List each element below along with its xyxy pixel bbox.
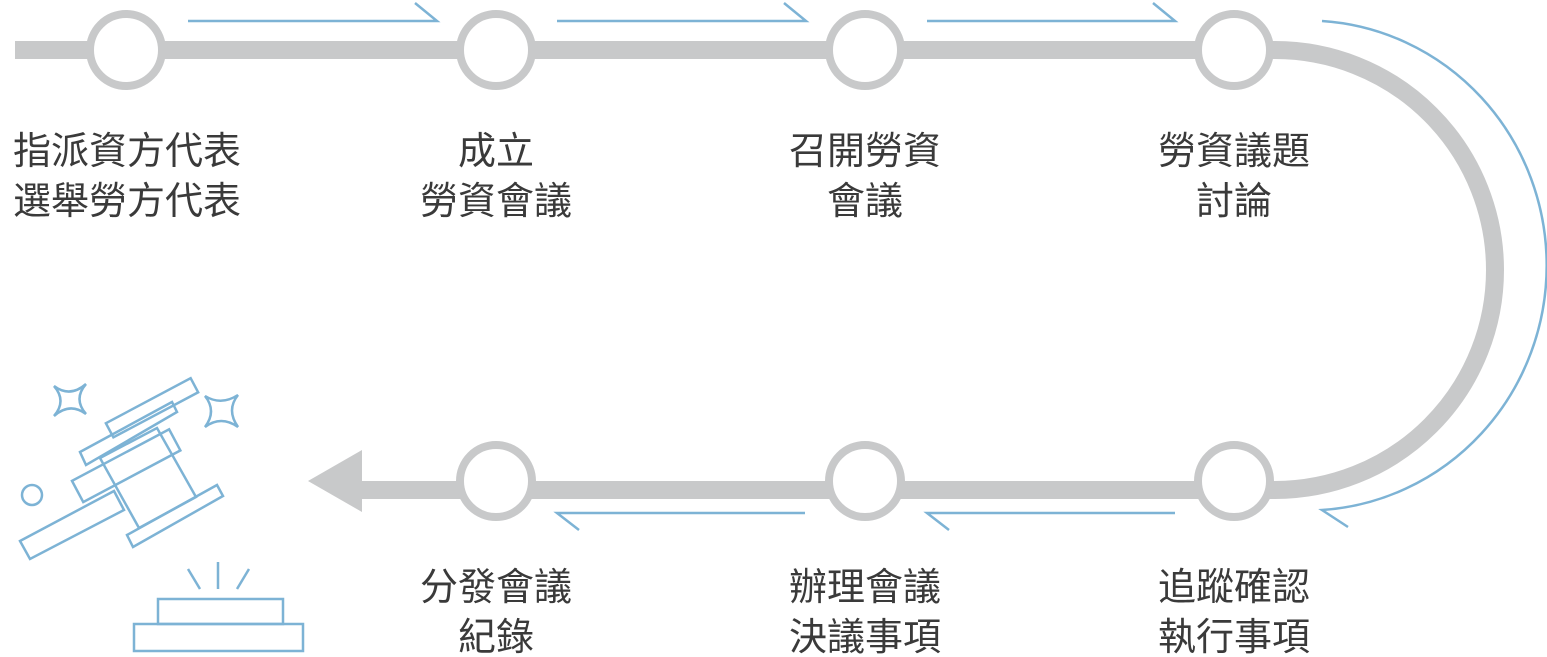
step-node-7 bbox=[456, 441, 536, 521]
step-6-line1: 辦理會議 bbox=[789, 565, 941, 609]
step-3-line2: 會議 bbox=[827, 179, 903, 223]
step-node-3 bbox=[825, 10, 905, 90]
step-node-4 bbox=[1194, 10, 1274, 90]
step-node-1 bbox=[86, 10, 166, 90]
arrow-right-1 bbox=[188, 2, 441, 23]
step-4-line2: 討論 bbox=[1196, 179, 1272, 223]
step-5-line1: 追蹤確認 bbox=[1158, 565, 1310, 609]
gavel-icon bbox=[18, 376, 305, 653]
step-node-5 bbox=[1194, 441, 1274, 521]
step-2-line1: 成立 bbox=[458, 129, 534, 173]
sparkle-icon bbox=[53, 383, 87, 417]
step-5-line2: 執行事項 bbox=[1158, 615, 1310, 657]
step-6-line2: 決議事項 bbox=[789, 615, 941, 657]
process-track bbox=[15, 41, 1504, 499]
end-arrowhead bbox=[308, 450, 362, 512]
arrow-right-2 bbox=[557, 2, 810, 23]
sparkle-icon bbox=[203, 393, 240, 429]
step-3-line1: 召開勞資 bbox=[789, 129, 941, 173]
step-node-2 bbox=[456, 10, 536, 90]
dot-icon bbox=[20, 483, 44, 507]
step-7-line2: 紀錄 bbox=[458, 615, 534, 657]
arrow-curve bbox=[1318, 19, 1547, 529]
arrow-right-3 bbox=[927, 2, 1179, 23]
arrow-left-1 bbox=[923, 511, 1175, 531]
step-1-line2: 選舉勞方代表 bbox=[13, 179, 241, 223]
arrow-left-2 bbox=[553, 511, 805, 531]
step-node-6 bbox=[825, 441, 905, 521]
step-2-line2: 勞資會議 bbox=[420, 179, 572, 223]
step-7-line1: 分發會議 bbox=[420, 565, 572, 609]
step-4-line1: 勞資議題 bbox=[1158, 129, 1310, 173]
step-1-line1: 指派資方代表 bbox=[13, 129, 241, 173]
